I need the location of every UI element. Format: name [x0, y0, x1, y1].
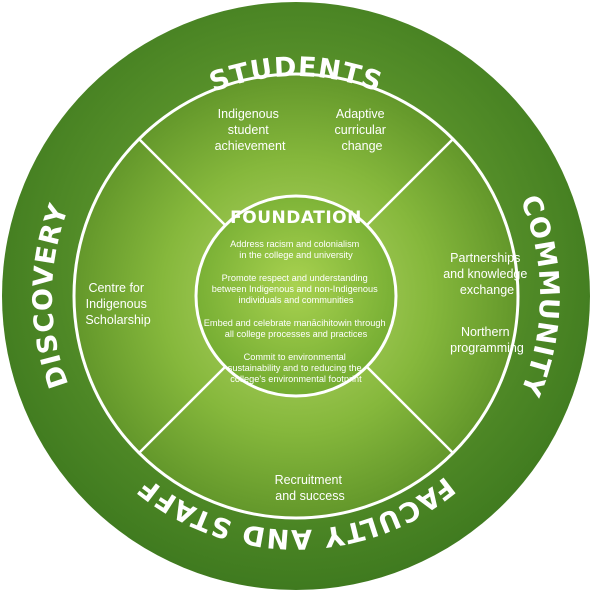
- foundation-circle: [194, 194, 398, 398]
- quadrant-top-right-text: Adaptive curricular change: [335, 107, 390, 153]
- foundation-item: Commit to environmental sustainability a…: [228, 352, 364, 384]
- quadrant-left-text: Centre for Indigenous Scholarship: [85, 281, 150, 327]
- quadrant-bottom-text: Recruitment and success: [275, 473, 346, 503]
- foundation-item: Embed and celebrate manācihitowin throug…: [204, 318, 388, 339]
- foundation-item: Promote respect and understanding betwee…: [212, 273, 381, 305]
- quadrant-dividers: [138, 138, 454, 454]
- foundation-title: FOUNDATION: [230, 208, 362, 228]
- foundation-item: Address racism and colonialism in the co…: [230, 239, 362, 260]
- quadrant-right-upper-text: Partnerships and knowledge exchange: [443, 251, 531, 297]
- quadrant-right-lower-text: Northern programming: [450, 325, 524, 355]
- quadrant-top-left-text: Indigenous student achievement: [215, 107, 286, 153]
